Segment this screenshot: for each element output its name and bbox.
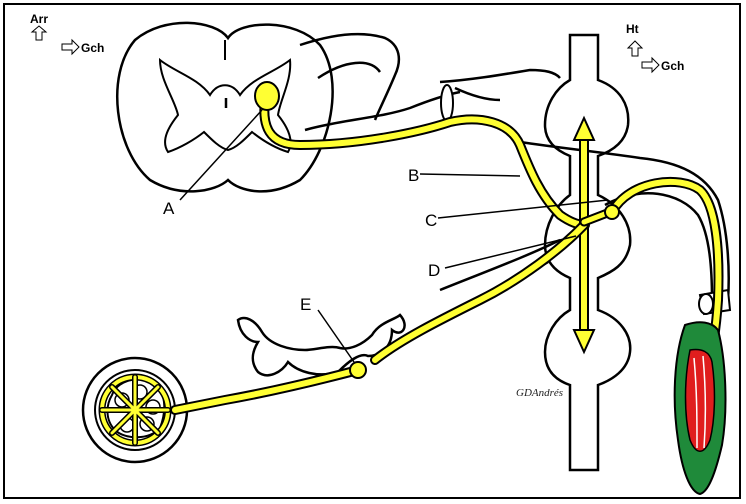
label-a: A xyxy=(163,199,175,218)
label-e: E xyxy=(300,295,311,314)
artist-signature: GDAndrés xyxy=(516,387,563,399)
label-c: C xyxy=(425,211,437,230)
corner-note-left: Arr Gch xyxy=(30,12,104,55)
corner-right-right: Gch xyxy=(661,59,684,73)
skeletal-muscle xyxy=(675,322,726,494)
spinal-cord-section xyxy=(117,23,332,192)
label-d: D xyxy=(428,261,440,280)
corner-note-right: Ht Gch xyxy=(626,22,684,73)
corner-left-top: Arr xyxy=(30,12,48,26)
root-outlines xyxy=(300,34,560,130)
corner-left-right: Gch xyxy=(81,41,104,55)
prevertebral-ganglion xyxy=(238,315,405,375)
label-b: B xyxy=(408,166,419,185)
corner-right-top: Ht xyxy=(626,22,639,36)
